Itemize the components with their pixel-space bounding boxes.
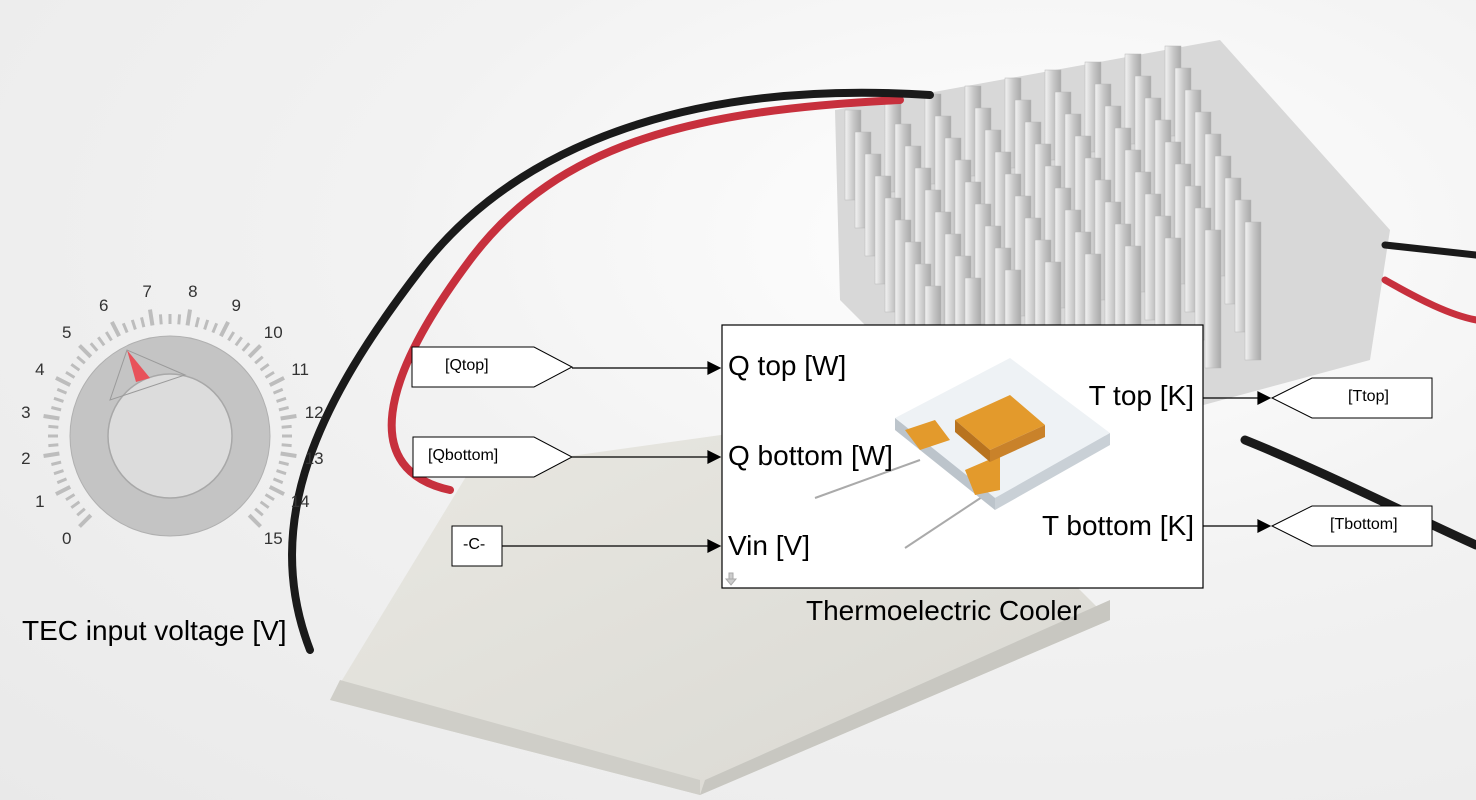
knob-tick [158, 314, 163, 325]
knob-tick [254, 355, 264, 365]
constant-block[interactable]: -C- [463, 536, 486, 553]
knob-tick [53, 469, 64, 476]
knob-scale-label: 0 [62, 529, 72, 549]
knob-tick [281, 443, 292, 448]
knob-tick [104, 331, 113, 342]
knob-tick-marks [43, 309, 297, 528]
knob-title: TEC input voltage [V] [22, 615, 287, 646]
knob-tick [247, 513, 262, 528]
knob-tick [130, 319, 137, 330]
knob-tick [48, 424, 59, 429]
knob-tick [51, 460, 62, 466]
knob-tick [76, 355, 86, 365]
block-down-arrow-icon [724, 572, 738, 586]
peltier-module-icon [814, 358, 1110, 549]
knob-tick [227, 331, 236, 342]
knob-tick [55, 376, 72, 387]
tec-block-title: Thermoelectric Cooler [806, 595, 1082, 626]
knob-scale-label: 5 [62, 322, 72, 342]
knob-tick [78, 344, 93, 359]
knob-tick [247, 344, 262, 359]
knob-tick [97, 336, 106, 347]
knob-tick [278, 406, 289, 412]
port-q-top: Q top [W] [728, 350, 847, 381]
knob-pointer [127, 350, 150, 382]
knob-tick [110, 321, 121, 338]
from-tag-qtop[interactable]: [Qtop] [445, 357, 489, 374]
knob-tick [276, 396, 287, 403]
heatsink-fin [1204, 229, 1222, 369]
knob-tick [70, 500, 81, 509]
knob-scale-label: 6 [98, 295, 109, 315]
knob-tick [48, 443, 59, 448]
knob-tick [194, 317, 200, 328]
knob-tick [140, 317, 146, 328]
knob-tick [264, 370, 275, 379]
knob-tick [65, 370, 76, 379]
port-t-bottom: T bottom [K] [1042, 510, 1194, 541]
knob-tick [177, 314, 182, 325]
knob-scale-label: 7 [142, 281, 152, 301]
knob-tick [89, 342, 99, 352]
knob-scale-label: 4 [35, 359, 45, 379]
knob-tick [241, 342, 251, 352]
knob-tick [259, 363, 270, 372]
knob-tick [65, 493, 76, 502]
knob-tick [278, 460, 289, 466]
knob-scale-label: 8 [188, 281, 198, 301]
knob-scale-label: 14 [290, 492, 310, 512]
knob-tick [272, 477, 284, 485]
knob-tick [211, 322, 219, 334]
knob-tick [203, 319, 210, 330]
knob-tick [78, 513, 93, 528]
knob-tick [281, 424, 292, 429]
knob-tick [254, 507, 264, 517]
heatsink-fin [1244, 221, 1262, 361]
knob-tick [43, 414, 60, 421]
knob-tick [53, 396, 64, 403]
knob-tick [280, 451, 297, 458]
knob-scale-label: 13 [304, 448, 324, 468]
voltage-knob[interactable] [43, 309, 297, 537]
tag-shapes [411, 346, 1433, 567]
knob-scale-label: 1 [35, 492, 45, 512]
knob-tick [185, 309, 192, 326]
goto-tag-tbottom[interactable]: [Tbottom] [1330, 516, 1398, 533]
knob-tick [56, 477, 68, 485]
knob-tick [70, 363, 81, 372]
tec-block[interactable] [722, 325, 1203, 588]
knob-tick [121, 322, 129, 334]
knob-scale-label: 2 [21, 448, 31, 468]
knob-tick [55, 485, 72, 496]
from-tag-qbottom[interactable]: [Qbottom] [428, 447, 499, 464]
knob-scale-label: 3 [21, 403, 31, 423]
knob-tick [51, 406, 62, 412]
signal-lines [502, 361, 1272, 553]
port-t-top: T top [K] [1088, 380, 1194, 411]
port-q-bottom: Q bottom [W] [728, 440, 893, 471]
knob-tick [272, 387, 284, 395]
wires [288, 88, 1476, 654]
knob-tick [268, 376, 285, 387]
knob-tick [280, 414, 297, 421]
knob-tick [268, 485, 285, 496]
knob-tick [76, 507, 86, 517]
knob-tick [219, 321, 230, 338]
knob-tick [259, 500, 270, 509]
knob-tick [43, 451, 60, 458]
port-vin: Vin [V] [728, 530, 810, 561]
goto-tag-ttop[interactable]: [Ttop] [1348, 388, 1389, 405]
knob-scale-label: 11 [291, 359, 309, 379]
knob-tick [56, 387, 68, 395]
knob-tick [148, 309, 155, 326]
knob-scale-label: 9 [231, 295, 242, 315]
knob-scale-label: 12 [304, 403, 324, 423]
knob-scale-label: 15 [263, 529, 283, 549]
knob-scale-label: 10 [263, 322, 283, 342]
knob-tick [234, 336, 243, 347]
knob-tick [276, 469, 287, 476]
knob-tick [264, 493, 275, 502]
